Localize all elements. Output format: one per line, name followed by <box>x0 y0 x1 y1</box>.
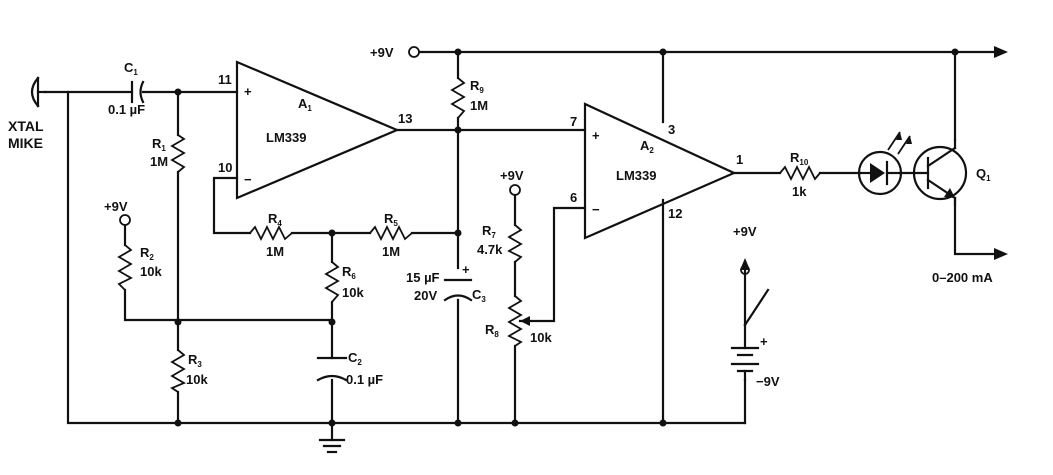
a1-minus-sign: − <box>244 172 252 187</box>
opamp-a2: + − A2 LM339 7 6 1 3 12 <box>570 102 743 240</box>
switch-battery: +9V + −9V <box>730 224 780 389</box>
a2-plus-sign: + <box>592 128 600 143</box>
output-current-label: 0–200 mA <box>932 270 993 285</box>
mic-label-line1: XTAL <box>8 118 44 134</box>
r4-value: 1M <box>266 244 284 259</box>
resistor-r6: R6 10k <box>324 261 364 303</box>
svg-text:C2: C2 <box>348 350 362 367</box>
svg-text:C1: C1 <box>124 60 138 77</box>
resistor-r5: R5 1M <box>369 211 413 259</box>
svg-text:R6: R6 <box>342 264 356 281</box>
resistor-r7: R7 4.7k +9V <box>477 168 524 263</box>
battery-label: −9V <box>756 374 780 389</box>
svg-text:R1: R1 <box>152 136 166 153</box>
c1-value: 0.1 µF <box>108 102 145 117</box>
opamp-a1: + − A1 LM339 11 10 13 <box>218 60 412 200</box>
a2-part: LM339 <box>616 168 656 183</box>
svg-text:R8: R8 <box>485 322 499 339</box>
a1-pin-out: 13 <box>398 111 412 126</box>
r6-value: 10k <box>342 285 364 300</box>
potentiometer-r8: R8 10k <box>485 295 552 347</box>
r7-value: 4.7k <box>477 242 503 257</box>
capacitor-c3: + 15 µF 20V C3 <box>406 262 486 304</box>
a1-pin-plus: 11 <box>218 72 232 87</box>
a2-pin-plus: 7 <box>570 114 577 129</box>
c1-name: C <box>124 60 134 75</box>
c3-plus: + <box>462 262 470 277</box>
transistor-q1: Q1 <box>898 138 991 207</box>
junctions <box>174 48 959 427</box>
main-supply-terminal: +9V <box>370 45 420 60</box>
a1-pin-minus: 10 <box>218 160 232 175</box>
led-icon <box>857 131 912 196</box>
resistor-r2: R2 10k +9V <box>104 199 162 291</box>
a2-minus-sign: − <box>592 202 600 217</box>
capacitor-c1: C1 0.1 µF <box>108 60 145 117</box>
c3-value: 15 µF <box>406 270 440 285</box>
r5-value: 1M <box>382 244 400 259</box>
r2-supply-label: +9V <box>104 199 128 214</box>
r9-value: 1M <box>470 98 488 113</box>
c3-voltage: 20V <box>414 288 437 303</box>
svg-text:R3: R3 <box>188 352 202 369</box>
a2-pin-out: 1 <box>736 152 743 167</box>
svg-text:R7: R7 <box>482 223 496 240</box>
switch-supply-label: +9V <box>733 224 757 239</box>
capacitor-c2: C2 0.1 µF <box>316 350 383 387</box>
main-supply-label: +9V <box>370 45 394 60</box>
battery-plus: + <box>760 334 768 349</box>
resistor-r9: R9 1M <box>450 77 488 119</box>
crystal-microphone: XTAL MIKE <box>8 76 47 151</box>
resistor-r4: R4 1M <box>249 211 293 259</box>
c2-value: 0.1 µF <box>346 372 383 387</box>
r3-value: 10k <box>186 372 208 387</box>
svg-text:R4: R4 <box>268 211 282 228</box>
a1-plus-sign: + <box>244 84 252 99</box>
svg-text:A2: A2 <box>640 138 654 155</box>
r1-value: 1M <box>150 154 168 169</box>
svg-text:R2: R2 <box>140 245 154 262</box>
wires <box>43 50 1002 442</box>
r2-value: 10k <box>140 264 162 279</box>
a1-part: LM339 <box>266 130 306 145</box>
mic-label-line2: MIKE <box>8 135 43 151</box>
svg-text:R5: R5 <box>384 211 398 228</box>
r8-value: 10k <box>530 330 552 345</box>
a2-pin-vcc: 3 <box>668 122 675 137</box>
r7-supply-label: +9V <box>500 168 524 183</box>
svg-text:R9: R9 <box>470 78 484 95</box>
c1-sub: 1 <box>133 68 138 77</box>
current-out-arrow <box>994 248 1008 260</box>
a2-pin-minus: 6 <box>570 190 577 205</box>
resistor-r10: R10 1k <box>779 150 821 199</box>
output-arrows <box>740 46 1008 270</box>
terminal-r2-plus9v <box>119 214 131 226</box>
resistor-r1: R1 1M <box>150 134 186 173</box>
r10-value: 1k <box>792 184 807 199</box>
terminal-r7-plus9v <box>509 184 521 196</box>
svg-text:R10: R10 <box>790 150 809 167</box>
a2-pin-gnd: 12 <box>668 206 682 221</box>
vcc-out-arrow <box>994 46 1008 58</box>
svg-text:C3: C3 <box>472 287 486 304</box>
svg-text:A1: A1 <box>298 96 312 113</box>
ground-icon <box>318 438 346 454</box>
svg-text:Q1: Q1 <box>976 166 991 183</box>
resistor-r3: R3 10k <box>170 349 208 393</box>
